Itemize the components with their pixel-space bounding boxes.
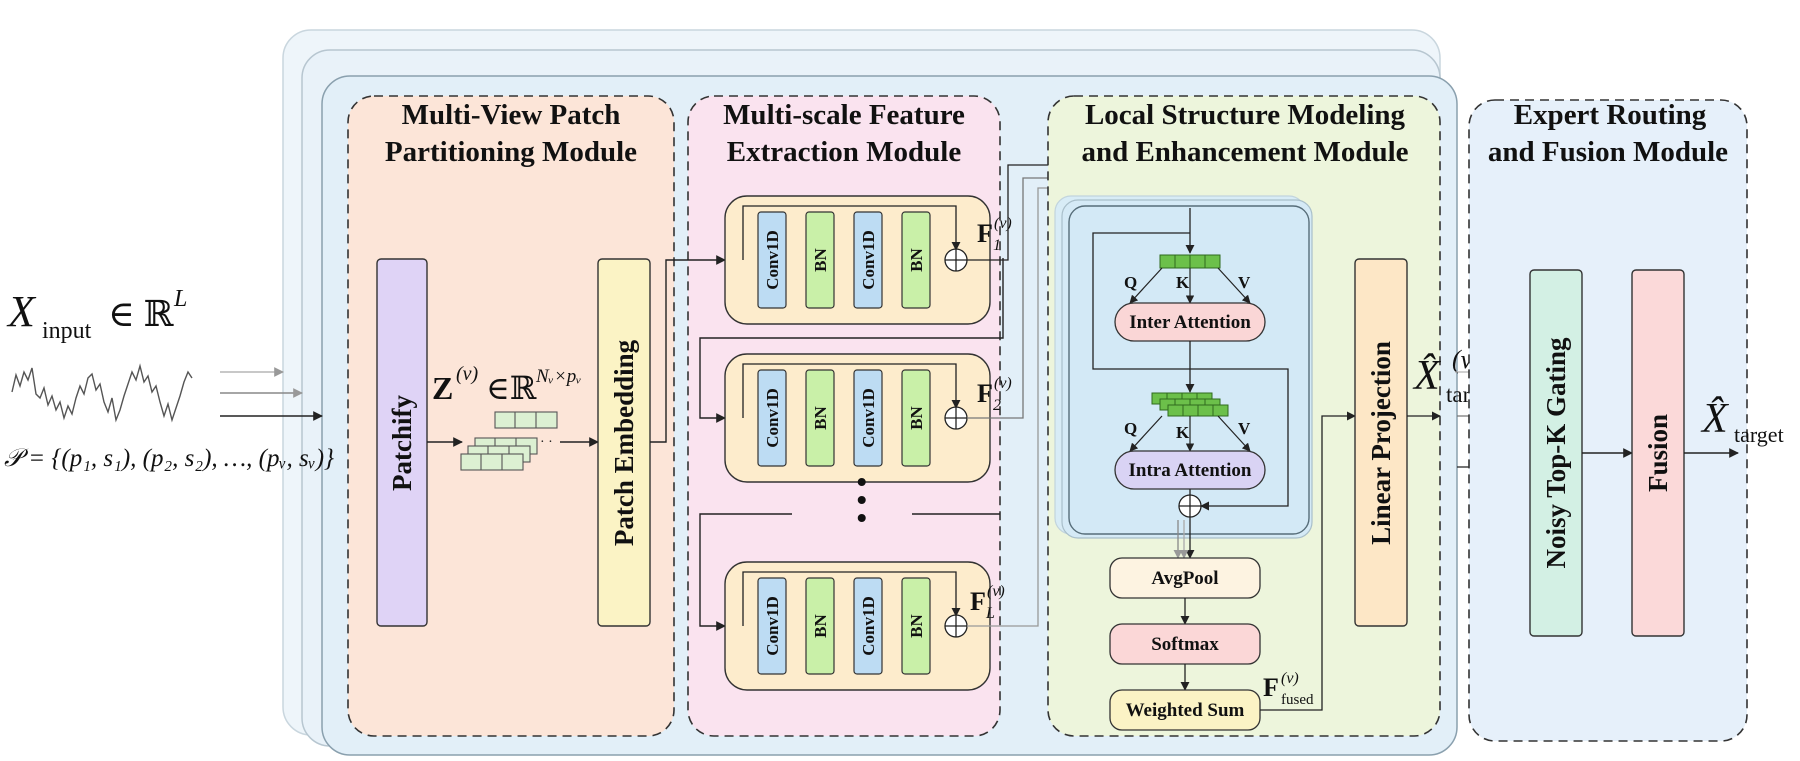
f2-view: (v) <box>994 375 1012 392</box>
branch-2-conv-b <box>853 369 883 467</box>
f2-symbol: F <box>977 379 993 408</box>
embedding-to-branchL-line <box>699 513 792 631</box>
fl-subscript: L <box>985 605 995 622</box>
x-input-symbol: X <box>6 287 37 336</box>
embedding-to-branch2-line <box>699 258 1004 423</box>
multiscale-title-line2: Extraction Module <box>727 136 962 168</box>
branch-1-bn-a-label: BN <box>811 247 830 271</box>
multi-view-patching-module: Multi-View Patch Partitioning Module Pat… <box>347 95 675 737</box>
z-symbol: Z <box>432 370 453 406</box>
inter-v-label: V <box>1238 273 1251 292</box>
x-input-length: L <box>173 286 187 312</box>
z-domain: ∈ℝ <box>486 370 537 406</box>
patching-title-line1: Multi-View Patch <box>402 99 621 131</box>
local-title-line1: Local Structure Modeling <box>1085 99 1406 131</box>
branch-L-bn-a <box>805 577 835 675</box>
intra-token-stack <box>1151 392 1229 417</box>
branch-ellipsis: • • • <box>845 477 878 524</box>
xhat-view-symbol: X̂ <box>1412 352 1442 399</box>
branch-L-conv-a-label: Conv1D <box>763 596 782 656</box>
intra-k-label: K <box>1176 423 1190 442</box>
z-view-index: (v) <box>456 363 479 385</box>
branch-2-bn-a <box>805 369 835 467</box>
inter-token-strip <box>1159 254 1221 269</box>
multiscale-title-line1: Multi-scale Feature <box>723 99 965 131</box>
linear-projection-label: Linear Projection <box>1366 341 1396 545</box>
inter-residual <box>1092 232 1190 370</box>
branch-L-residual <box>742 571 961 626</box>
f-fused-subscript: fused <box>1281 692 1314 708</box>
xhat-final-symbol: X̂ <box>1700 395 1730 442</box>
branch-1-conv-a-label: Conv1D <box>763 230 782 290</box>
f2-subscript: 2 <box>993 397 1001 414</box>
local-structure-module: Local Structure Modeling and Enhancement… <box>1047 95 1441 737</box>
branch-2-conv-b-label: Conv1D <box>859 388 878 448</box>
branch-1-bn-b-label: BN <box>907 247 926 271</box>
conv-branch-L: Conv1D BN Conv1D BN F L (v) <box>724 561 1005 691</box>
time-series-waveform <box>11 363 193 423</box>
xhat-final-subscript: target <box>1734 422 1784 447</box>
branch-2-conv-a-label: Conv1D <box>763 388 782 448</box>
patch-tokens-ellipsis: · · <box>540 435 553 450</box>
patch-tokens <box>460 411 558 471</box>
x-input-subscript: input <box>42 318 92 344</box>
f1-view: (v) <box>994 215 1012 232</box>
linear-projection-block <box>1354 258 1408 627</box>
branch-L-bn-a-label: BN <box>811 613 830 637</box>
embedding-to-branch1-line <box>650 255 726 443</box>
view-configuration-set: 𝒫 = {(p₁, s₁), (p₂, s₂), …, (pᵥ, sᵥ)} <box>4 445 334 472</box>
branch-2-conv-a <box>757 369 787 467</box>
fl-symbol: F <box>970 587 986 616</box>
fusion-label: Fusion <box>1643 414 1673 492</box>
inter-q-label: Q <box>1124 273 1137 292</box>
intra-attention-label: Intra Attention <box>1129 460 1252 481</box>
f-fused-symbol: F <box>1263 673 1279 702</box>
expert-title-line2: and Fusion Module <box>1488 136 1728 168</box>
intra-residual <box>1190 368 1289 511</box>
f-fused-view: (v) <box>1281 670 1299 687</box>
conv-branch-1: Conv1D BN Conv1D BN F 1 (v) <box>724 195 1012 325</box>
branch-1-conv-b <box>853 211 883 309</box>
branch-L-conv-b <box>853 577 883 675</box>
branch-1-conv-a <box>757 211 787 309</box>
z-dimensions: Nᵥ×pᵥ <box>535 366 582 387</box>
expert-routing-module: Expert Routing and Fusion Module Noisy T… <box>1468 99 1748 742</box>
patchify-label: Patchify <box>387 395 417 491</box>
expert-title-line1: Expert Routing <box>1514 99 1707 131</box>
branch-2-bn-b-label: BN <box>907 405 926 429</box>
multi-scale-feature-module: Multi-scale Feature Extraction Module Co… <box>650 95 1012 737</box>
avgpool-label: AvgPool <box>1151 568 1218 589</box>
patch-embedding-label: Patch Embedding <box>609 339 639 546</box>
branch-L-conv-b-label: Conv1D <box>859 596 878 656</box>
branch-2-bn-a-label: BN <box>811 405 830 429</box>
intra-v-label: V <box>1238 419 1251 438</box>
branch-1-bn-b <box>901 211 931 309</box>
f1-subscript: 1 <box>993 237 1001 254</box>
f1-symbol: F <box>977 219 993 248</box>
branch-1-residual <box>742 205 961 260</box>
branch-1-conv-b-label: Conv1D <box>859 230 878 290</box>
noisy-gating-label: Noisy Top-K Gating <box>1541 337 1571 569</box>
branch-L-bn-b-label: BN <box>907 613 926 637</box>
patching-title-line2: Partitioning Module <box>385 136 637 168</box>
fl-view: (v) <box>987 583 1005 600</box>
input-series-group: X input ∈ ℝ L 𝒫 = {(p₁, s₁), (p₂, s₂), …… <box>4 286 334 472</box>
softmax-label: Softmax <box>1151 634 1219 655</box>
x-input-domain: ∈ ℝ <box>108 294 175 334</box>
local-title-line2: and Enhancement Module <box>1081 136 1408 168</box>
intra-q-label: Q <box>1124 419 1137 438</box>
fused-to-projection-line <box>1260 411 1356 711</box>
inter-attention-label: Inter Attention <box>1129 312 1251 333</box>
branch-1-bn-a <box>805 211 835 309</box>
branch-L-conv-a <box>757 577 787 675</box>
branch-2-residual <box>742 363 961 418</box>
branch-2-bn-b <box>901 369 931 467</box>
weighted-sum-label: Weighted Sum <box>1126 700 1245 721</box>
inter-k-label: K <box>1176 273 1190 292</box>
branch-L-bn-b <box>901 577 931 675</box>
conv-branch-2: Conv1D BN Conv1D BN F 2 (v) <box>724 353 1012 483</box>
